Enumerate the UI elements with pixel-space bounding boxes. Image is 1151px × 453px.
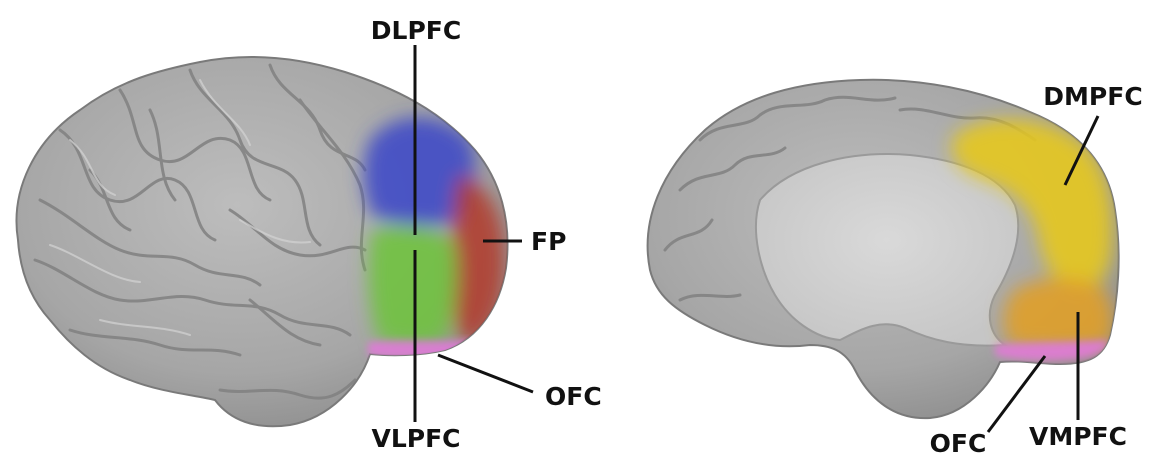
dmpfc-label: DMPFC xyxy=(1043,82,1142,111)
lateral-brain-view xyxy=(17,57,508,426)
fp-label: FP xyxy=(531,227,566,256)
lateral-region-overlays xyxy=(363,118,505,346)
ofc-right-label: OFC xyxy=(930,429,987,453)
medial-brain-view xyxy=(648,80,1119,418)
vmpfc-region xyxy=(1004,278,1114,349)
vlpfc-region xyxy=(368,226,457,345)
ofc-left-pointer xyxy=(438,355,533,392)
ofc-left-label: OFC xyxy=(545,382,602,411)
dlpfc-label: DLPFC xyxy=(371,16,461,45)
vmpfc-label: VMPFC xyxy=(1029,422,1127,451)
medial-interior xyxy=(756,154,1018,346)
vlpfc-label: VLPFC xyxy=(371,424,460,453)
